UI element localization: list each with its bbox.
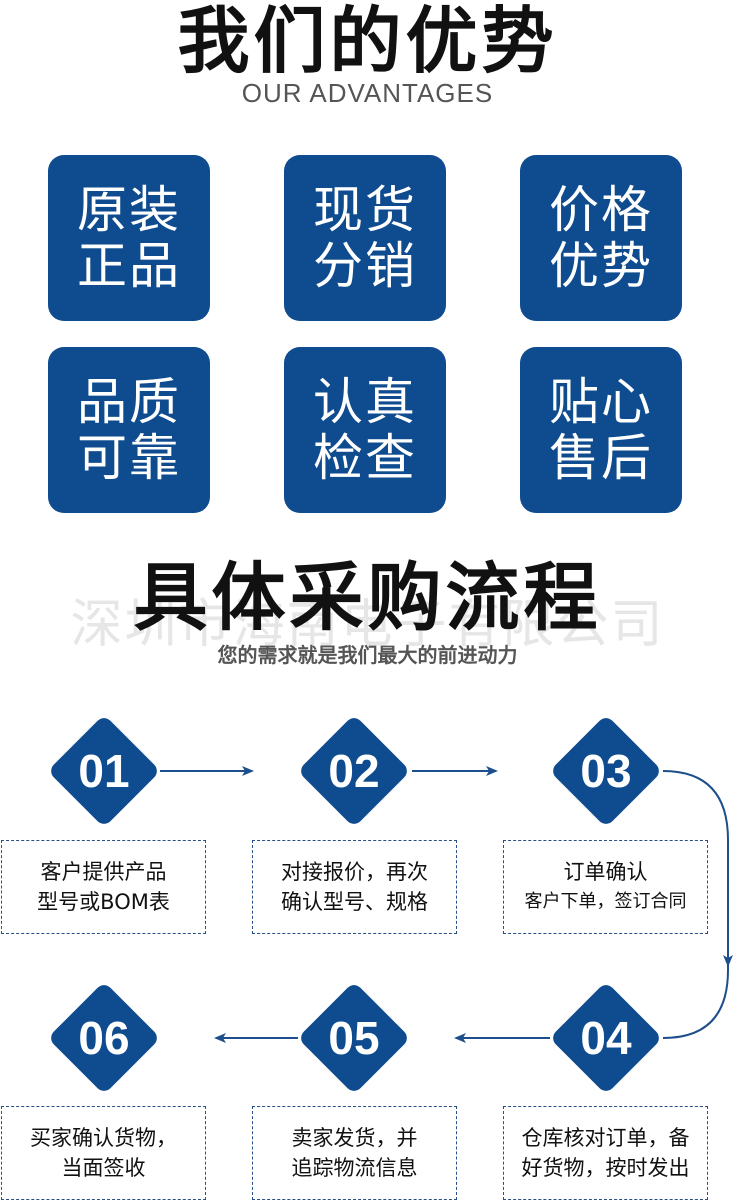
step-description-01: 客户提供产品 型号或BOM表 bbox=[1, 840, 206, 934]
step-diamond-05 bbox=[301, 985, 407, 1091]
step-diamond-04 bbox=[553, 985, 659, 1091]
company-watermark: 深圳市海南电子有限公司 bbox=[70, 595, 665, 655]
advantages-subtitle: OUR ADVANTAGES bbox=[241, 78, 494, 108]
step-description-line2: 当面签收 bbox=[61, 1156, 146, 1180]
step-description-03: 订单确认 客户下单，签订合同 bbox=[503, 840, 708, 934]
step-diamond-02 bbox=[301, 718, 407, 824]
advantage-card-line1: 原装 bbox=[77, 181, 181, 239]
advantage-card-price: 价格 优势 bbox=[520, 155, 682, 321]
advantage-card-aftersales: 贴心 售后 bbox=[520, 347, 682, 513]
step-description-line2: 确认型号、规格 bbox=[281, 890, 428, 914]
process-title: 具体采购流程 bbox=[133, 555, 602, 641]
step-description-05: 卖家发货，并 追踪物流信息 bbox=[252, 1106, 457, 1200]
step-description-line2: 型号或BOM表 bbox=[37, 890, 170, 914]
advantage-card-line2: 检查 bbox=[313, 429, 417, 487]
step-number-06: 06 bbox=[78, 1012, 130, 1064]
process-subtitle: 您的需求就是我们最大的前进动力 bbox=[217, 643, 518, 667]
step-number-02: 02 bbox=[328, 745, 380, 797]
advantage-card-inspection: 认真 检查 bbox=[284, 347, 446, 513]
step-description-line1: 对接报价，再次 bbox=[281, 860, 428, 884]
advantage-card-line1: 认真 bbox=[313, 373, 417, 431]
step-diamond-01 bbox=[51, 718, 157, 824]
step-diamond-06 bbox=[51, 985, 157, 1091]
step-description-02: 对接报价，再次 确认型号、规格 bbox=[252, 840, 457, 934]
advantage-card-genuine: 原装 正品 bbox=[48, 155, 210, 321]
step-description-line1: 卖家发货，并 bbox=[291, 1126, 418, 1150]
step-description-line2: 好货物，按时发出 bbox=[521, 1156, 690, 1180]
step-number-01: 01 bbox=[78, 745, 130, 797]
advantage-card-line1: 现货 bbox=[313, 181, 417, 239]
step-description-06: 买家确认货物， 当面签收 bbox=[1, 1106, 206, 1200]
advantage-card-line1: 价格 bbox=[549, 181, 653, 239]
step-description-line1: 订单确认 bbox=[563, 860, 648, 884]
step-diamond-03 bbox=[553, 718, 659, 824]
advantage-card-line1: 贴心 bbox=[549, 373, 653, 431]
connector-03-04-bottom bbox=[662, 965, 729, 1039]
advantage-card-line2: 可靠 bbox=[77, 429, 181, 487]
step-description-line2: 客户下单，签订合同 bbox=[524, 891, 687, 912]
step-description-line1: 买家确认货物， bbox=[30, 1126, 177, 1150]
advantage-card-line2: 正品 bbox=[77, 237, 181, 295]
advantage-card-line1: 品质 bbox=[77, 373, 181, 431]
step-description-04: 仓库核对订单，备 好货物，按时发出 bbox=[503, 1106, 708, 1200]
step-number-04: 04 bbox=[580, 1012, 632, 1064]
step-number-03: 03 bbox=[580, 745, 632, 797]
advantage-card-line2: 优势 bbox=[549, 237, 653, 295]
step-description-line2: 追踪物流信息 bbox=[291, 1156, 418, 1180]
advantage-card-quality: 品质 可靠 bbox=[48, 347, 210, 513]
advantage-card-line2: 分销 bbox=[313, 237, 417, 295]
step-number-05: 05 bbox=[328, 1012, 380, 1064]
connector-03-04-top bbox=[662, 770, 733, 967]
step-description-line1: 仓库核对订单，备 bbox=[521, 1126, 690, 1150]
step-description-line1: 客户提供产品 bbox=[40, 860, 167, 884]
advantage-card-line2: 售后 bbox=[549, 429, 653, 487]
advantage-card-stock: 现货 分销 bbox=[284, 155, 446, 321]
advantages-title: 我们的优势 bbox=[177, 0, 558, 83]
